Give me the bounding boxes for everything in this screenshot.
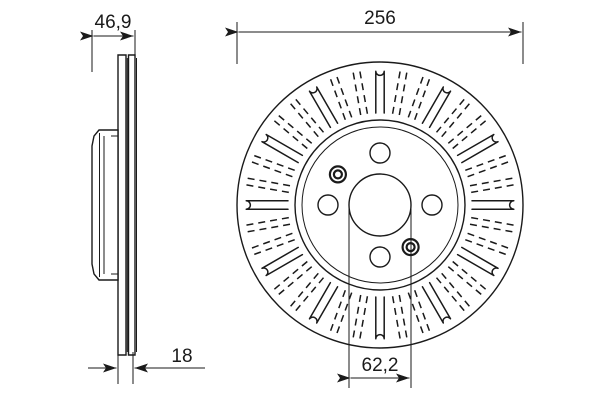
vane-slot [421, 86, 452, 129]
friction-plate-outer [117, 54, 127, 356]
hub-bell-profile [91, 129, 119, 281]
vane-dashed [351, 68, 369, 116]
vane-slot [245, 200, 289, 210]
dimension-overall-width: 46,9 [80, 12, 136, 72]
vane-slot [308, 86, 339, 129]
vane-slot [421, 281, 452, 324]
dimension-label-disc-thickness: 18 [171, 346, 192, 367]
vane-dashed [243, 216, 291, 234]
disc-outer-rim [236, 61, 524, 349]
face-view [236, 61, 524, 349]
center-bore [348, 173, 412, 237]
lug-hole-right [421, 194, 443, 216]
vane-dashed [288, 96, 325, 138]
vane-dashed [271, 260, 313, 297]
side-section-view [91, 54, 137, 356]
hub-flange-inner [301, 126, 459, 284]
vane-slot [261, 246, 304, 277]
vane-slot [261, 133, 304, 164]
vane-dashed [391, 68, 409, 116]
vane-dashed [248, 153, 295, 178]
vane-dashed [328, 73, 353, 120]
dimension-layer: 46,9 256 62,2 18 [80, 8, 524, 388]
vane-dashed [469, 216, 517, 234]
dimension-label-bore-diameter: 62,2 [362, 355, 399, 376]
vane-dashed [435, 96, 472, 138]
threaded-hole-upper-left [328, 165, 347, 184]
vane-slot [456, 133, 499, 164]
vane-dashed [447, 260, 489, 297]
dimension-outer-diameter: 256 [225, 8, 524, 64]
vane-dashed [351, 294, 369, 342]
vane-slot [471, 200, 515, 210]
vane-dashed [243, 176, 291, 194]
vane-slot [375, 296, 385, 340]
dimension-bore-diameter: 62,2 [337, 205, 412, 388]
vane-dashed [328, 290, 353, 337]
dimension-label-overall-width: 46,9 [95, 12, 132, 33]
vane-slot [308, 281, 339, 324]
vane-dashed [407, 73, 432, 120]
vane-dashed [435, 272, 472, 314]
vane-dashed [391, 294, 409, 342]
vane-dashed [447, 113, 489, 150]
vane-slot [375, 70, 385, 114]
hub-flange-outer [294, 119, 466, 291]
vane-dashed [271, 113, 313, 150]
vane-dashed [465, 153, 512, 178]
lug-hole-top [369, 142, 391, 164]
vane-dashed [465, 232, 512, 257]
dimension-disc-thickness: 18 [88, 346, 205, 384]
vane-ring [243, 68, 517, 342]
friction-plate-inner [127, 54, 136, 356]
vane-dashed [469, 176, 517, 194]
lug-hole-bottom [369, 246, 391, 268]
lug-hole-left [317, 194, 339, 216]
dimension-label-outer-diameter: 256 [364, 8, 396, 29]
vane-dashed [288, 272, 325, 314]
vane-dashed [407, 290, 432, 337]
vane-dashed [248, 232, 295, 257]
vane-slot [456, 246, 499, 277]
lug-hole-group [317, 142, 443, 268]
